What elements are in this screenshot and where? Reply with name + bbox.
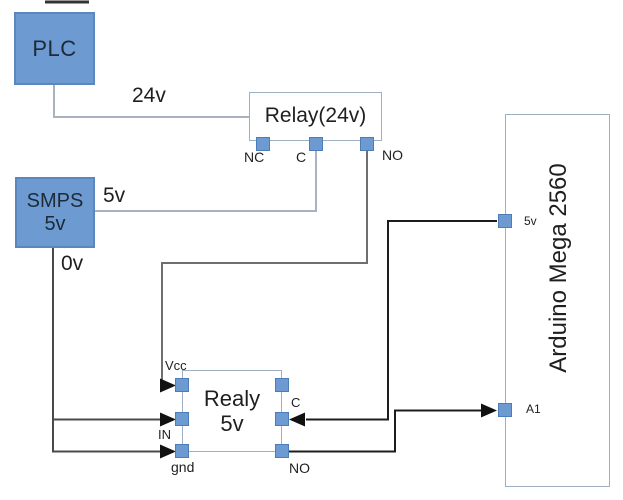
wire-plc-24v-to-relay24	[53, 85, 249, 118]
smps-label-line2: 5v	[44, 212, 66, 235]
relay5-pin-in	[175, 412, 189, 426]
arrowhead-into-in	[160, 412, 176, 427]
wire-label-5v: 5v	[103, 184, 126, 207]
arduino-pin-a1	[498, 403, 512, 417]
wire-arduino-5v-to-relay5-c	[306, 220, 497, 421]
relay24-pin-c-label: C	[296, 149, 307, 165]
arduino-box	[505, 114, 610, 487]
relay24-label: Relay(24v)	[264, 104, 367, 128]
plc-label: PLC	[32, 35, 77, 61]
relay24-pin-nc-label: NC	[244, 149, 265, 165]
relay5-label-line2: 5v	[220, 411, 244, 436]
wire-label-0v: 0v	[61, 252, 84, 275]
smps-label-line1: SMPS	[26, 189, 84, 212]
relay5-box: Realy 5v	[182, 370, 282, 452]
arduino-label: Arduino Mega 2560	[545, 163, 572, 373]
relay24-pin-c	[309, 137, 323, 151]
relay5-pin-topright	[275, 378, 289, 392]
relay5-pin-no-label: NO	[289, 460, 310, 476]
arduino-pin-5v-label: 5v	[524, 214, 537, 228]
arduino-pin-5v	[498, 214, 512, 228]
arrowhead-into-vcc	[160, 378, 176, 393]
relay5-pin-gnd-label: gnd	[171, 459, 195, 475]
wire-label-24v: 24v	[132, 84, 166, 107]
relay5-pin-in-label: IN	[158, 427, 171, 442]
arrowhead-into-gnd	[160, 444, 176, 459]
wire-relay5-no-to-arduino-a1	[289, 409, 483, 453]
smps-box: SMPS 5v	[15, 177, 95, 248]
relay5-pin-c	[275, 412, 289, 426]
wire-relay24-no-to-relay5-vcc	[161, 151, 368, 380]
plc-box: PLC	[14, 12, 95, 85]
arduino-pin-a1-label: A1	[526, 402, 541, 416]
wire-smps-0v-to-relay5-gnd	[52, 248, 162, 453]
relay24-box: Relay(24v)	[249, 92, 382, 141]
relay5-pin-vcc-label: Vcc	[165, 358, 187, 373]
relay5-pin-c-label: C	[291, 395, 301, 410]
relay5-pin-vcc	[175, 378, 189, 392]
relay24-pin-nc	[256, 137, 270, 151]
relay5-pin-no	[275, 444, 289, 458]
relay5-label-line1: Realy	[203, 385, 261, 411]
arrowhead-into-relay5-c	[289, 412, 305, 427]
arrowhead-into-a1	[481, 403, 497, 418]
relay5-pin-gnd	[175, 444, 189, 458]
relay24-pin-no-label: NO	[382, 147, 403, 163]
relay24-pin-no	[360, 137, 374, 151]
wire-smps-5v-to-relay24-c	[95, 151, 317, 212]
